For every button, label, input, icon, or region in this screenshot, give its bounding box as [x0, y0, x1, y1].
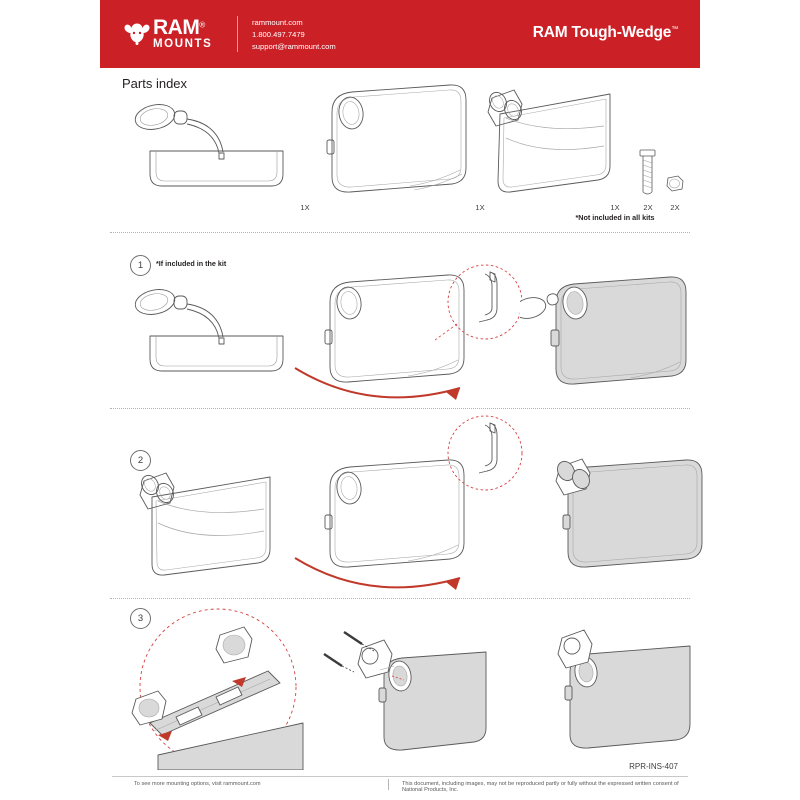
part-wedge-illustration — [310, 82, 470, 200]
part-qty-label: 2X — [670, 203, 680, 212]
contact-info: rammount.com 1.800.497.7479 support@ramm… — [252, 17, 336, 52]
registered-mark-icon: ® — [199, 20, 206, 30]
product-title-text: RAM Tough-Wedge — [532, 24, 672, 41]
ram-mounts-logo: RAM® MOUNTS — [124, 17, 212, 51]
logo-mounts-text: MOUNTS — [153, 38, 213, 50]
step-number-1: 1 — [130, 255, 151, 276]
footer-divider — [112, 776, 688, 777]
section-divider — [110, 408, 690, 409]
contact-email[interactable]: support@rammount.com — [252, 41, 336, 51]
step-3-result-illustration — [530, 620, 700, 755]
page-title: Parts index — [122, 76, 188, 91]
part-screw-illustration — [636, 148, 660, 196]
step-number-3: 3 — [130, 608, 151, 629]
footer-copyright-text: This document, including images, may not… — [402, 781, 679, 793]
logo-wordmark: RAM® MOUNTS — [153, 17, 212, 51]
step-1-result-illustration — [520, 272, 695, 397]
logo-ram-text: RAM — [153, 16, 200, 39]
section-divider — [110, 232, 690, 233]
step-1-arrow — [290, 360, 490, 408]
part-wedge-ball-mount-illustration — [470, 82, 630, 200]
trademark-icon: ™ — [671, 25, 678, 33]
footer-separator — [388, 779, 389, 790]
step-2-arrow — [290, 552, 490, 600]
document-code: RPR-INS-407 — [629, 762, 678, 771]
product-title: RAM Tough-Wedge™ — [533, 24, 678, 42]
part-qty-label: 1X — [610, 203, 620, 212]
step-2-result-illustration — [538, 455, 703, 580]
step-1-note: *If included in the kit — [156, 259, 227, 268]
step-3-hardware-illustration — [318, 620, 493, 755]
contact-phone: 1.800.497.7479 — [252, 29, 305, 39]
part-availability-note: *Not included in all kits — [575, 213, 655, 222]
header-divider — [237, 16, 238, 52]
footer-mounting-options-text: To see more mounting options, visit ramm… — [134, 781, 261, 787]
part-qty-label: 1X — [300, 203, 310, 212]
step-number-2: 2 — [130, 450, 151, 471]
step-2-detail-callout — [435, 415, 535, 510]
step-1-wedge-illustration — [300, 270, 465, 395]
step-2-wedge-illustration — [300, 455, 465, 580]
part-nut-illustration — [662, 173, 686, 197]
step-2-wedge-ball-illustration — [122, 465, 297, 580]
part-qty-label: 2X — [643, 203, 653, 212]
step-1-pump-illustration — [128, 280, 293, 395]
page-header: RAM® MOUNTS rammount.com 1.800.497.7479 … — [100, 0, 700, 68]
contact-website[interactable]: rammount.com — [252, 18, 303, 27]
part-pump-bladder-illustration — [128, 100, 288, 195]
section-divider — [110, 598, 690, 599]
ram-head-icon — [124, 20, 153, 48]
step-3-detail-callout — [128, 605, 313, 770]
instruction-sheet-page: RAM® MOUNTS rammount.com 1.800.497.7479 … — [100, 0, 703, 800]
part-qty-label: 1X — [475, 203, 485, 212]
